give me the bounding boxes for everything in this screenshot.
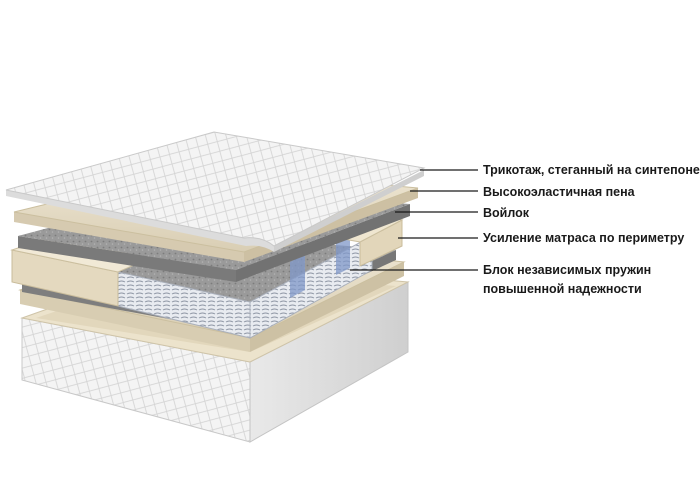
quilted-cover-layer xyxy=(5,131,426,252)
leader-lines xyxy=(350,169,478,271)
callout-spring-block: Блок независимых пружин xyxy=(483,263,652,277)
callout-perimeter-reinforcement: Усиление матраса по периметру xyxy=(483,231,685,245)
callout-felt: Войлок xyxy=(483,206,530,220)
callout-high-elastic-foam: Высокоэластичная пена xyxy=(483,185,635,199)
spring-block-layer xyxy=(117,233,373,339)
callout-spring-block-line2: повышенной надежности xyxy=(483,282,642,296)
callout-quilted-knit: Трикотаж, стеганный на синтепоне xyxy=(483,163,700,177)
